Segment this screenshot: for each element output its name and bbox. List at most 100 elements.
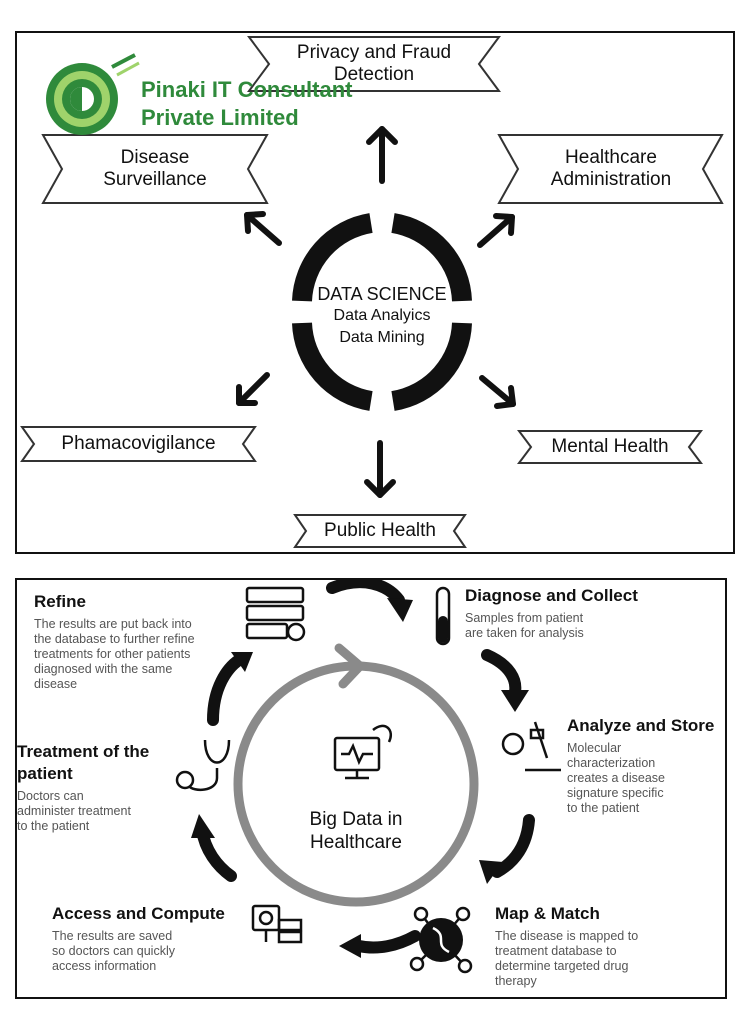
analyze-desc-line: Molecular <box>567 741 622 755</box>
refine-desc-line: disease <box>34 677 78 691</box>
arrow-treatment-to-refine-icon <box>207 654 245 726</box>
map-desc-line: determine targeted drug <box>495 959 629 973</box>
arrow-down-right-icon <box>479 375 516 409</box>
hub-line1: DATA SCIENCE <box>317 284 447 304</box>
node-public-health: Public Health <box>324 520 436 541</box>
refine-desc-line: treatments for other patients <box>34 647 191 661</box>
step-refine-title: Refine <box>34 592 86 611</box>
node-disease-surveillance: Disease Surveillance <box>62 147 248 191</box>
hub-ring <box>292 213 472 411</box>
node-top-left-line1: Disease <box>120 147 190 168</box>
data-science-diagram: Privacy and Fraud Detection Disease Surv… <box>15 31 735 554</box>
analyze-desc-line: creates a disease <box>567 771 665 785</box>
ribbon-top <box>247 36 501 92</box>
step-analyze-store: Analyze and Store Molecular characteriza… <box>567 716 714 816</box>
cycle-circle <box>233 661 479 907</box>
ring-segment-tr <box>391 213 472 302</box>
dna-network-icon <box>409 906 473 974</box>
logo-line1: Pinaki IT Consultant <box>141 77 353 102</box>
center-line1: Big Data in <box>309 809 403 830</box>
step-map-desc: The disease is mapped to treatment datab… <box>495 929 638 989</box>
node-top-line2: Detection <box>333 64 415 85</box>
access-desc-line: The results are saved <box>52 929 173 943</box>
ring-segment-tl <box>292 213 373 302</box>
map-desc-line: therapy <box>495 974 537 988</box>
hub-label: DATA SCIENCE Data Analyics Data Mining <box>282 283 482 349</box>
logo-line2: Private Limited <box>141 105 299 130</box>
arrowhead-6 <box>231 652 253 672</box>
analyze-desc-line: characterization <box>567 756 656 770</box>
arrow-up-left-icon <box>244 211 282 246</box>
big-data-healthcare-diagram: Big Data in Healthcare Refine The result… <box>15 578 727 999</box>
ribbon-top-left <box>41 134 269 204</box>
step-refine: Refine The results are put back into the… <box>34 592 195 692</box>
step-diagnose-collect: Diagnose and Collect Samples from patien… <box>465 586 638 641</box>
step-access-compute: Access and Compute The results are saved… <box>52 904 225 974</box>
step-analyze-title: Analyze and Store <box>567 716 715 735</box>
arrow-analyze-to-map-icon <box>491 814 535 878</box>
map-desc-line: The disease is mapped to <box>495 929 639 943</box>
hub-line2: Data Analyics <box>333 307 431 324</box>
computer-database-icon <box>251 904 303 944</box>
big-data-graphics <box>175 580 561 974</box>
ribbon-left <box>20 426 257 462</box>
arrow-down-icon <box>364 440 396 498</box>
ribbons <box>20 36 724 548</box>
treatment-desc-line: administer treatment <box>17 804 131 818</box>
arrowhead-3 <box>479 860 503 884</box>
arrowhead-5 <box>191 814 215 838</box>
node-top-right-line2: Administration <box>550 169 672 190</box>
node-top-right-line1: Healthcare <box>565 147 657 168</box>
arrow-down-left-icon <box>236 372 270 406</box>
arrow-up-right-icon <box>477 213 515 248</box>
treatment-desc-line: to the patient <box>17 819 90 833</box>
arrow-map-to-access-icon <box>353 930 421 954</box>
ring-segment-br <box>391 322 472 411</box>
node-top-line1: Privacy and Fraud <box>296 42 452 63</box>
pinaki-logo-icon <box>46 53 140 135</box>
ribbon-bottom <box>293 514 467 548</box>
step-treatment-desc: Doctors can administer treatment to the … <box>17 789 149 834</box>
hub-line3: Data Mining <box>339 329 425 346</box>
arrowhead-1 <box>387 598 413 622</box>
microscope-icon <box>501 721 561 772</box>
node-privacy-fraud: Privacy and Fraud Detection <box>269 42 479 86</box>
monitor-stethoscope-icon <box>333 724 392 780</box>
step-access-title: Access and Compute <box>52 904 225 923</box>
step-treatment-title-line1: Treatment of the <box>17 742 150 761</box>
arrowhead-2 <box>501 690 529 712</box>
refine-desc-line: the database to further refine <box>34 632 195 646</box>
map-desc-line: treatment database to <box>495 944 617 958</box>
refine-desc-line: The results are put back into <box>34 617 192 631</box>
ribbon-right <box>517 430 703 464</box>
step-treatment-title-line2: patient <box>17 764 73 783</box>
diagnose-desc-line: Samples from patient <box>465 611 584 625</box>
treatment-desc-line: Doctors can <box>17 789 84 803</box>
diagnose-desc-line: are taken for analysis <box>465 626 584 640</box>
ring-segment-bl <box>292 322 373 411</box>
step-treatment: Treatment of the patient Doctors can adm… <box>17 742 149 834</box>
step-analyze-desc: Molecular characterization creates a dis… <box>567 741 714 816</box>
step-diagnose-title: Diagnose and Collect <box>465 586 638 605</box>
step-refine-desc: The results are put back into the databa… <box>34 617 195 692</box>
refine-desc-line: diagnosed with the same <box>34 662 173 676</box>
arrow-up-icon <box>366 126 398 184</box>
server-icon <box>245 586 306 642</box>
node-phamacovigilance: Phamacovigilance <box>61 433 216 454</box>
node-healthcare-administration: Healthcare Administration <box>518 147 704 191</box>
analyze-desc-line: to the patient <box>567 801 640 815</box>
step-map-match: Map & Match The disease is mapped to tre… <box>495 904 638 989</box>
arrow-diagnose-to-analyze-icon <box>481 649 522 698</box>
test-tube-icon <box>435 586 451 646</box>
data-science-graphics <box>20 36 724 548</box>
node-top-left-line2: Surveillance <box>103 169 207 190</box>
access-desc-line: so doctors can quickly <box>52 944 175 958</box>
center-label: Big Data in Healthcare <box>256 808 456 854</box>
cycle-arrowhead-icon <box>334 643 365 689</box>
step-map-title: Map & Match <box>495 904 600 923</box>
center-line2: Healthcare <box>310 832 402 853</box>
access-desc-line: access information <box>52 959 157 973</box>
ribbon-top-right <box>497 134 724 204</box>
arrowhead-4 <box>339 934 361 958</box>
step-access-desc: The results are saved so doctors can qui… <box>52 929 225 974</box>
